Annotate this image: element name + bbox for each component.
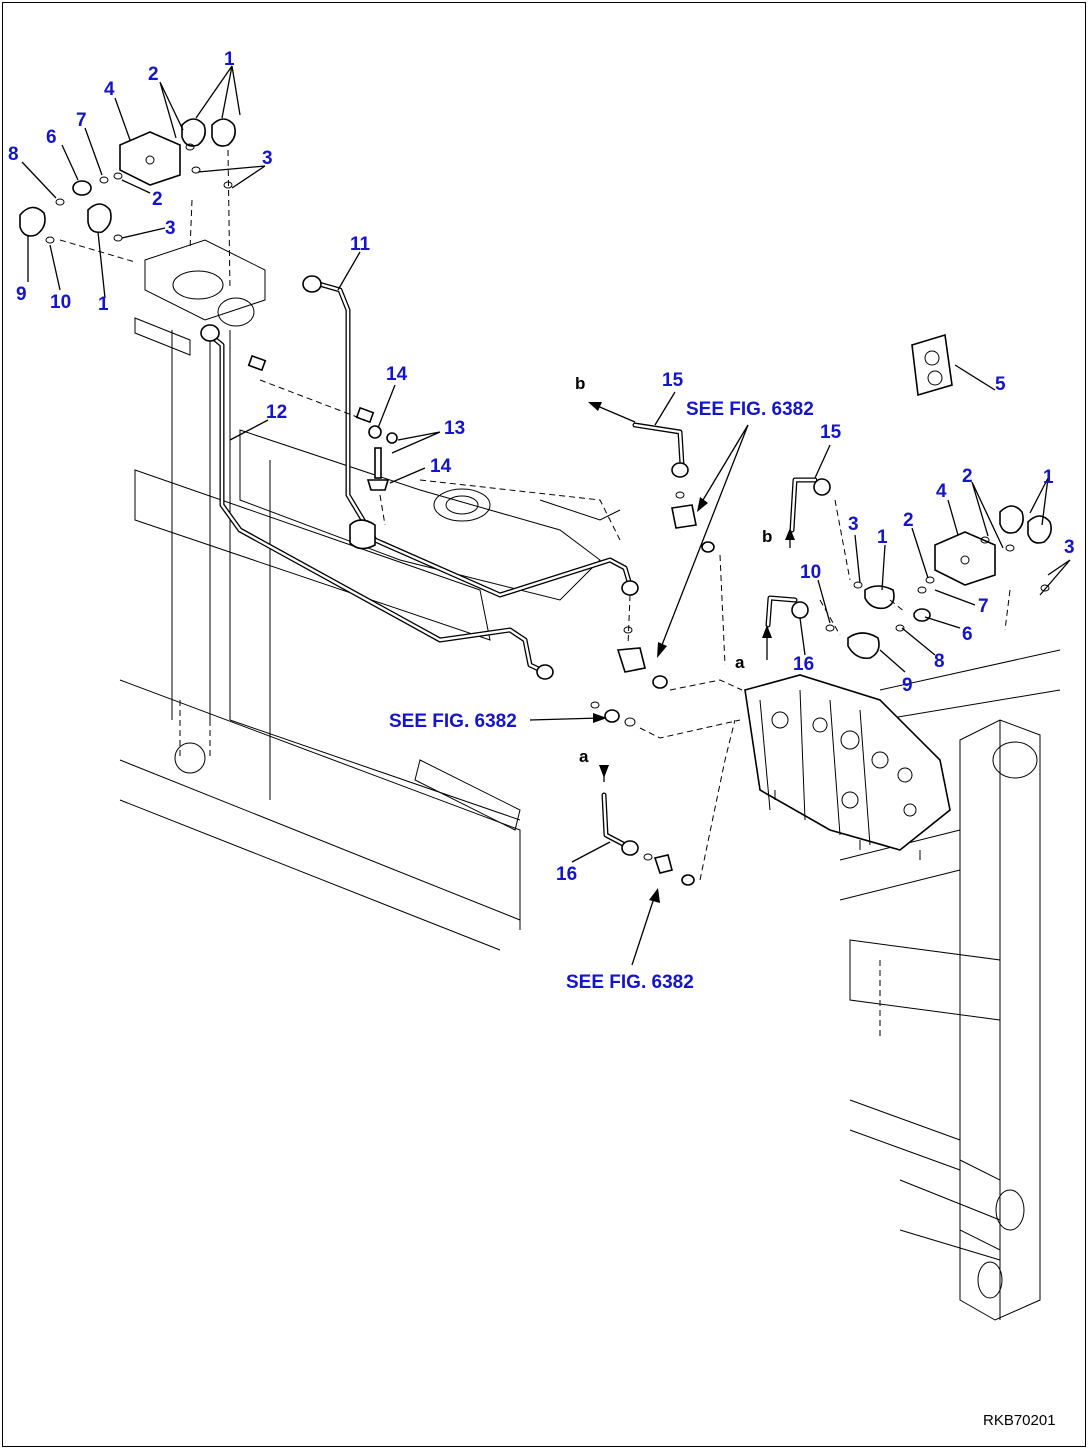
callout-2: 2 bbox=[903, 510, 914, 531]
connection-letters: b b a a bbox=[575, 374, 772, 766]
callout-3: 3 bbox=[848, 514, 859, 535]
callout-9: 9 bbox=[902, 675, 913, 696]
callout-3: 3 bbox=[262, 148, 273, 169]
callout-8: 8 bbox=[8, 144, 19, 165]
callout-6: 6 bbox=[46, 127, 57, 148]
callout-13: 13 bbox=[444, 418, 465, 439]
callout-3: 3 bbox=[165, 218, 176, 239]
callout-1: 1 bbox=[224, 49, 235, 70]
callout-12: 12 bbox=[266, 402, 287, 423]
callout-5: 5 bbox=[995, 374, 1006, 395]
callout-8: 8 bbox=[934, 651, 945, 672]
leader-lines bbox=[21, 65, 1071, 863]
connection-letter-a: a bbox=[579, 747, 589, 766]
control-valve-assembly bbox=[744, 674, 951, 860]
callout-2: 2 bbox=[148, 64, 159, 85]
callout-9: 9 bbox=[16, 284, 27, 305]
pipe-12 bbox=[207, 332, 548, 675]
fittings bbox=[19, 118, 1052, 886]
callout-4: 4 bbox=[936, 481, 947, 502]
assembly-dash-lines bbox=[59, 149, 1011, 881]
see-fig-reference: SEE FIG. 6382 bbox=[566, 972, 694, 993]
drawing-code: RKB70201 bbox=[983, 1412, 1056, 1429]
connection-letter-a: a bbox=[735, 653, 745, 672]
callout-14: 14 bbox=[386, 364, 408, 385]
pipe-16-right bbox=[765, 595, 798, 628]
callout-16: 16 bbox=[556, 864, 577, 885]
callout-6: 6 bbox=[962, 624, 973, 645]
callout-4: 4 bbox=[104, 79, 115, 100]
callout-10: 10 bbox=[800, 562, 821, 583]
callout-10: 10 bbox=[50, 292, 71, 313]
callout-3: 3 bbox=[1064, 537, 1075, 558]
callout-1: 1 bbox=[1043, 467, 1054, 488]
callout-2: 2 bbox=[962, 466, 973, 487]
callout-15: 15 bbox=[662, 370, 684, 391]
callout-16: 16 bbox=[793, 654, 814, 675]
connection-letter-b: b bbox=[575, 374, 585, 393]
see-fig-reference: SEE FIG. 6382 bbox=[686, 399, 814, 420]
callout-11: 11 bbox=[350, 234, 371, 255]
callout-14: 14 bbox=[430, 456, 452, 477]
callout-1: 1 bbox=[877, 527, 888, 548]
callout-15: 15 bbox=[820, 422, 842, 443]
callout-1: 1 bbox=[98, 294, 109, 315]
connection-letter-b: b bbox=[762, 527, 772, 546]
callout-2: 2 bbox=[152, 189, 163, 210]
callout-7: 7 bbox=[76, 110, 87, 131]
part-callouts: 1 2 4 7 6 8 3 2 3 9 10 1 11 12 14 13 14 … bbox=[8, 49, 1075, 885]
pipe-16-bottom bbox=[601, 792, 628, 848]
figure-references: SEE FIG. 6382 SEE FIG. 6382 SEE FIG. 638… bbox=[389, 399, 814, 993]
pipe-15-left bbox=[632, 422, 685, 468]
callout-7: 7 bbox=[978, 596, 989, 617]
see-fig-reference: SEE FIG. 6382 bbox=[389, 711, 517, 732]
machine-frame-outline bbox=[119, 239, 1061, 1321]
pipe-15-right bbox=[789, 477, 818, 533]
reference-arrows bbox=[529, 402, 795, 966]
